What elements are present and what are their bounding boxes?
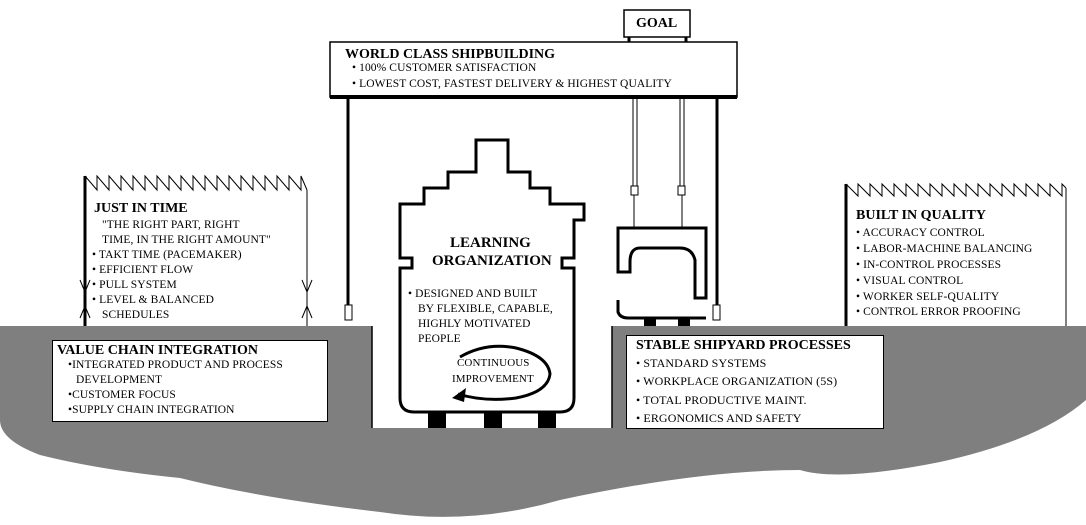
- value-chain-title: VALUE CHAIN INTEGRATION: [57, 343, 258, 358]
- ship-hull: [398, 138, 586, 428]
- cycle-label-line2: IMPROVEMENT: [452, 373, 534, 385]
- stable-processes-title: STABLE SHIPYARD PROCESSES: [636, 338, 851, 353]
- learning-org-item: • DESIGNED AND BUILT: [408, 288, 538, 300]
- jit-item: • TAKT TIME (PACEMAKER): [92, 249, 242, 261]
- jit-item: • LEVEL & BALANCED: [92, 294, 214, 306]
- quality-title: BUILT IN QUALITY: [856, 208, 986, 223]
- quality-item: • WORKER SELF-QUALITY: [856, 291, 1000, 303]
- quality-item: • LABOR-MACHINE BALANCING: [856, 243, 1033, 255]
- quality-item: • ACCURACY CONTROL: [856, 227, 985, 239]
- stable-processes-item: • STANDARD SYSTEMS: [636, 356, 767, 370]
- world-class-item: • 100% CUSTOMER SATISFACTION: [352, 62, 537, 74]
- value-chain-item: •CUSTOMER FOCUS: [68, 389, 176, 401]
- learning-org-item: BY FLEXIBLE, CAPABLE,: [418, 303, 553, 315]
- value-chain-item: •INTEGRATED PRODUCT AND PROCESS: [68, 359, 283, 371]
- world-class-title: WORLD CLASS SHIPBUILDING: [345, 47, 556, 62]
- cycle-label-line1: CONTINUOUS: [457, 357, 530, 369]
- quality-item: • VISUAL CONTROL: [856, 275, 964, 287]
- jit-item: "THE RIGHT PART, RIGHT: [102, 219, 240, 231]
- goal-crane: [616, 9, 708, 326]
- jit-item: • PULL SYSTEM: [92, 279, 177, 291]
- improvement-cycle-arrow: [452, 344, 552, 402]
- jit-item: SCHEDULES: [102, 309, 170, 321]
- learning-org-title-line1: LEARNING: [450, 235, 531, 251]
- world-class-item: • LOWEST COST, FASTEST DELIVERY & HIGHES…: [352, 78, 672, 90]
- stable-processes-item: • ERGONOMICS AND SAFETY: [636, 411, 802, 425]
- value-chain-item: •SUPPLY CHAIN INTEGRATION: [68, 404, 235, 416]
- gantry-frame: [329, 41, 738, 321]
- stable-processes-box: [626, 335, 884, 429]
- learning-org-title-line2: ORGANIZATION: [432, 253, 552, 269]
- value-chain-item: DEVELOPMENT: [76, 374, 163, 386]
- learning-org-item: HIGHLY MOTIVATED: [418, 318, 531, 330]
- value-chain-box: [52, 340, 328, 422]
- quality-item: • IN-CONTROL PROCESSES: [856, 259, 1002, 271]
- jit-item: • EFFICIENT FLOW: [92, 264, 194, 276]
- jit-factory: [79, 174, 313, 326]
- jit-title: JUST IN TIME: [94, 201, 188, 216]
- quality-factory: [844, 182, 1067, 326]
- jit-item: TIME, IN THE RIGHT AMOUNT": [102, 234, 271, 246]
- quality-item: • CONTROL ERROR PROOFING: [856, 306, 1021, 318]
- goal-label: GOAL: [636, 16, 678, 31]
- learning-org-item: PEOPLE: [418, 333, 461, 345]
- stable-processes-item: • WORKPLACE ORGANIZATION (5S): [636, 374, 838, 388]
- stable-processes-item: • TOTAL PRODUCTIVE MAINT.: [636, 393, 807, 407]
